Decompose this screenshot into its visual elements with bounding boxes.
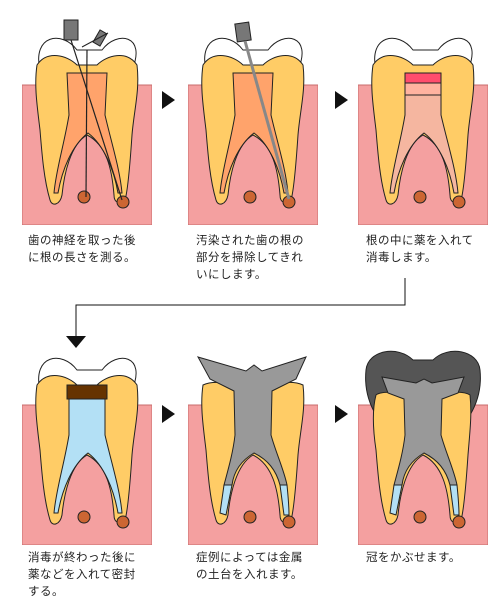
apex-lesion-left	[77, 190, 91, 204]
cleaned-canal	[389, 94, 459, 194]
sealed-canal-tips	[219, 484, 290, 516]
metal-post-core	[381, 376, 465, 486]
apex-lesion-right	[116, 515, 130, 529]
apex-lesion-right	[452, 515, 466, 529]
pulp-chamber	[219, 72, 289, 194]
step-6-caption: 冠をかぶせます。	[366, 550, 461, 564]
step-4-caption: 消毒が終わった後に 薬などを入れて密封 する。	[28, 550, 136, 598]
temporary-filling	[404, 72, 442, 84]
medicine-layer	[404, 82, 442, 96]
sealed-canal	[53, 398, 123, 514]
apex-lesion-left	[413, 190, 427, 204]
measuring-file-icon	[63, 19, 123, 201]
apex-lesion-left	[243, 510, 257, 524]
step-2-illustration	[188, 15, 318, 225]
step-5-illustration	[188, 335, 318, 545]
apex-lesion-left	[413, 510, 427, 524]
step-5-caption: 症例によっては金属 の土台を入れます。	[196, 550, 303, 581]
apex-lesion-left	[243, 190, 257, 204]
step-arrow-icon	[162, 405, 175, 423]
apex-lesion-left	[77, 510, 91, 524]
sealed-canal-tips	[389, 484, 460, 516]
step-3-illustration	[358, 15, 488, 225]
pulp-chamber	[53, 72, 123, 194]
step-arrow-icon	[335, 405, 348, 423]
step-1-caption: 歯の神経を取った後 に根の長さを測る。	[28, 233, 136, 264]
cleaning-file-icon	[234, 21, 291, 200]
step-2-caption: 汚染された歯の根の 部分を掃除してきれ いにします。	[196, 233, 304, 281]
step-4-illustration	[22, 335, 152, 545]
step-arrow-icon	[335, 91, 348, 109]
apex-lesion-right	[116, 195, 130, 209]
step-6-illustration	[358, 335, 488, 545]
seal-layer	[66, 384, 108, 400]
step-1-illustration	[22, 15, 152, 225]
step-arrow-icon	[162, 91, 175, 109]
apex-lesion-right	[452, 195, 466, 209]
apex-lesion-right	[282, 515, 296, 529]
cleaning-file-icon	[81, 29, 109, 198]
step-3-caption: 根の中に薬を入れて 消毒します。	[366, 233, 474, 264]
metal-post-core	[196, 356, 307, 486]
